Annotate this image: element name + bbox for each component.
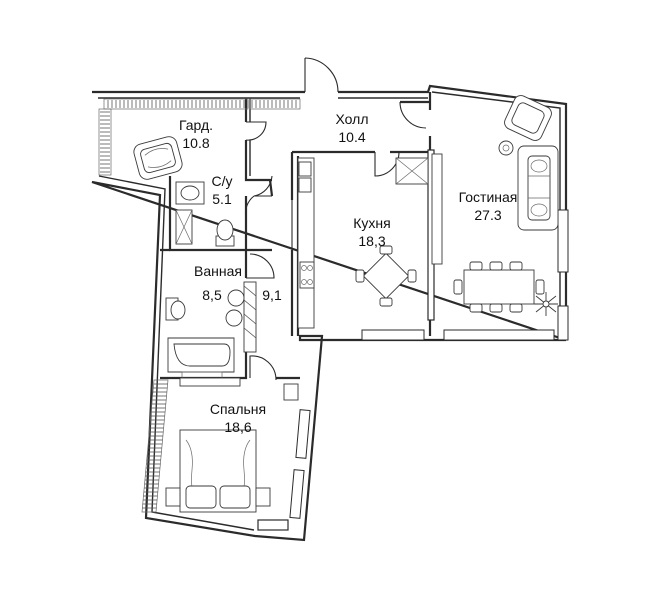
room-name-hall: Холл — [336, 111, 369, 127]
bathroom-fixtures — [165, 281, 257, 379]
room-area-bedroom: 18,6 — [224, 419, 251, 435]
room-name-kitchen: Кухня — [353, 215, 390, 231]
room-area-wardrobe: 10.8 — [182, 135, 209, 151]
sofa-icon — [517, 145, 559, 231]
room-name-bathroom: Ванная — [194, 263, 242, 279]
outer-walls — [91, 84, 569, 542]
room-labels: Гард. 10.8 Холл 10.4 С/у 5.1 Гостиная 27… — [179, 111, 517, 435]
doors — [244, 57, 427, 381]
room-name-living: Гостиная — [459, 189, 518, 205]
dining-table-icon — [453, 261, 545, 313]
bedroom-wardrobe — [141, 379, 169, 513]
kitchen-counter — [297, 153, 443, 329]
room-area-wc: 5.1 — [212, 191, 232, 207]
bedroom-nightstand — [283, 383, 299, 401]
side-table-icon — [498, 140, 514, 156]
room-name-wardrobe: Гард. — [179, 117, 213, 133]
room-name-bedroom: Спальня — [210, 401, 266, 417]
wardrobe-shelving — [98, 98, 301, 176]
armchair-icon — [133, 136, 183, 180]
stove-icon — [299, 261, 315, 289]
kitchen-table-icon — [355, 245, 417, 307]
living-armchair-icon — [504, 95, 552, 141]
room-area-corridor: 9,1 — [262, 287, 282, 303]
room-name-wc: С/у — [212, 173, 233, 189]
room-area-kitchen: 18,3 — [358, 233, 385, 249]
wc-fixtures — [175, 181, 235, 247]
room-area-bathroom: 8,5 — [202, 287, 222, 303]
bedroom-dresser — [179, 377, 241, 387]
room-area-hall: 10.4 — [338, 129, 365, 145]
bed-icon — [165, 429, 271, 513]
room-area-living: 27.3 — [474, 207, 501, 223]
plant-icon — [534, 292, 558, 316]
